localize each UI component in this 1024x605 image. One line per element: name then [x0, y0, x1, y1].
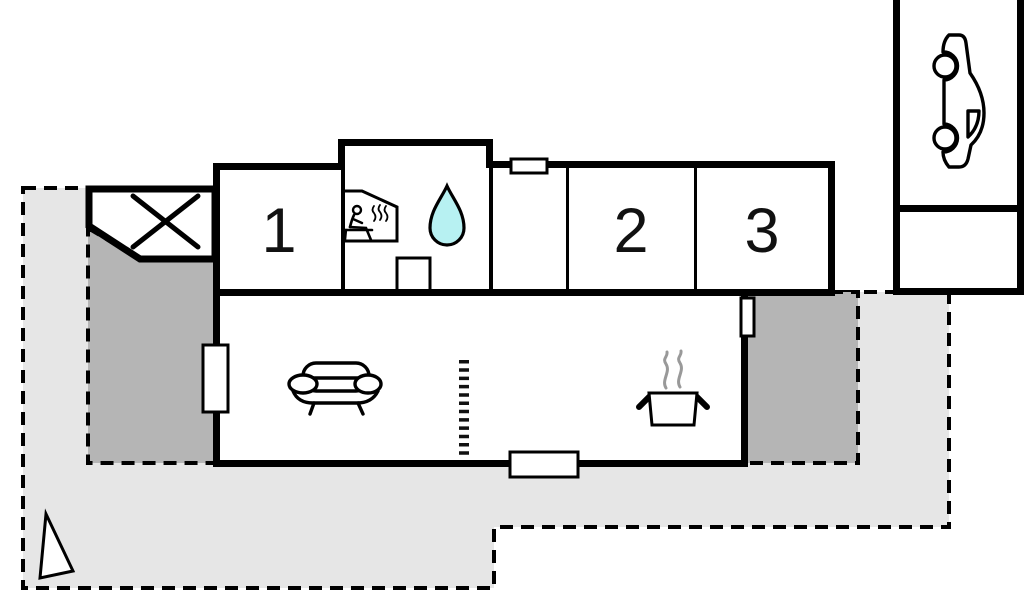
- wall-top-right: [486, 161, 835, 168]
- wall-middle-horizontal: [213, 289, 835, 296]
- wall-room2-left: [566, 168, 569, 289]
- north-arrow-icon: [38, 508, 76, 580]
- garage-wall-divider: [893, 205, 1024, 212]
- garage-wall-left: [893, 0, 900, 295]
- wall-bath-left: [341, 146, 345, 289]
- x-mark-icon: [130, 193, 201, 250]
- sauna-person-icon: [342, 204, 389, 242]
- garage-wall-bottom: [893, 288, 1024, 295]
- room-2-label: 2: [613, 196, 648, 266]
- garage: [893, 0, 1024, 295]
- window-top: [509, 157, 549, 175]
- water-drop-icon: [428, 182, 466, 247]
- terrace-dark-right: [744, 290, 860, 465]
- wall-top-room1: [213, 163, 341, 170]
- wall-left-outer: [213, 163, 220, 467]
- shower-step: [395, 256, 432, 292]
- windows: [201, 157, 756, 479]
- sofa-icon: [287, 361, 383, 416]
- sauna-cabin-wall: [345, 189, 399, 243]
- wall-room2-room3: [694, 168, 697, 289]
- room-3-label: 3: [744, 196, 779, 266]
- terrace-dark-right-area: [744, 290, 860, 465]
- wall-bath-right: [489, 146, 493, 289]
- terrace-dark-left-area: [86, 224, 217, 465]
- window-right: [739, 296, 756, 338]
- walls: [213, 139, 835, 467]
- car-icon: [932, 33, 986, 169]
- terrace-dark-left: [86, 224, 217, 465]
- cooking-pot-icon: [636, 349, 710, 427]
- wall-living-right: [741, 289, 748, 467]
- wall-top-bath: [338, 139, 493, 146]
- window-bottom: [508, 450, 580, 479]
- window-left: [201, 343, 230, 414]
- garage-wall-right: [1017, 0, 1024, 295]
- wall-right-outer: [828, 161, 835, 296]
- entry-porch: [85, 185, 219, 263]
- room-1-label: 1: [261, 196, 296, 266]
- wall-living-bottom: [213, 460, 748, 467]
